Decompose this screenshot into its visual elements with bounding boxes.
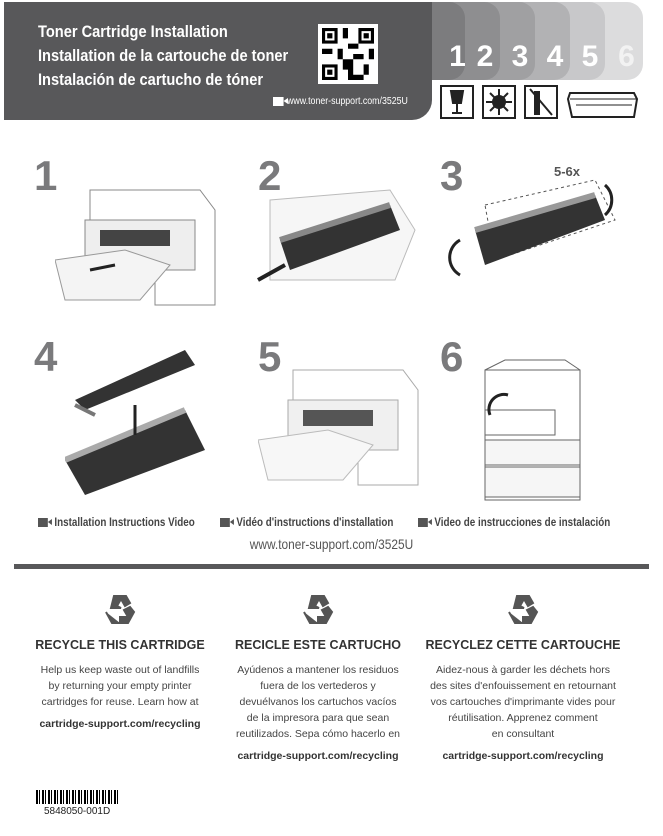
cartridge-icon bbox=[566, 92, 639, 118]
recycle-en: RECYCLE THIS CARTRIDGE Help us keep wast… bbox=[15, 590, 225, 732]
recycle-icon bbox=[303, 595, 334, 624]
fragile-icon bbox=[440, 85, 474, 119]
step-number-4: 4 bbox=[34, 333, 58, 380]
rotation-count: 5-6x bbox=[554, 164, 581, 179]
recycling-link[interactable]: cartridge-support.com/recycling bbox=[442, 750, 604, 762]
step-3-illustration bbox=[448, 179, 616, 277]
step-6-illustration bbox=[484, 359, 581, 501]
part-number: 5848050-001D bbox=[44, 806, 111, 817]
title-es: Instalación de cartucho de tóner bbox=[38, 70, 264, 89]
step-2-illustration bbox=[257, 189, 416, 282]
title-en: Toner Cartridge Installation bbox=[38, 22, 228, 41]
recycle-icon bbox=[105, 595, 136, 624]
recycle-icon bbox=[508, 595, 539, 624]
step-number-2: 2 bbox=[258, 152, 282, 199]
step-number-5: 5 bbox=[258, 333, 282, 380]
video-link-es[interactable]: Video de instrucciones de instalación bbox=[418, 515, 610, 529]
title-fr: Installation de la cartouche de toner bbox=[38, 46, 289, 65]
video-camera-icon bbox=[220, 517, 234, 527]
video-camera-icon bbox=[38, 517, 52, 527]
recycling-link[interactable]: cartridge-support.com/recycling bbox=[39, 718, 201, 730]
divider bbox=[14, 564, 649, 569]
video-camera-icon bbox=[418, 517, 432, 527]
video-camera-icon bbox=[273, 97, 288, 106]
header-video-link[interactable]: www.toner-support.com/3525U bbox=[273, 96, 408, 107]
step-number-6: 6 bbox=[440, 333, 464, 380]
step-number-1: 1 bbox=[34, 152, 58, 199]
recycling-link[interactable]: cartridge-support.com/recycling bbox=[237, 750, 399, 762]
no-touch-icon bbox=[524, 85, 558, 119]
recycle-es: RECICLE ESTE CARTUCHO Ayúdenos a mantene… bbox=[213, 590, 423, 764]
video-url[interactable]: www.toner-support.com/3525U bbox=[249, 536, 414, 552]
step-1-illustration bbox=[55, 189, 216, 306]
qr-code[interactable] bbox=[318, 24, 378, 84]
video-link-fr[interactable]: Vidéo d'instructions d'installation bbox=[220, 515, 393, 529]
no-light-icon bbox=[482, 85, 516, 119]
video-link-en[interactable]: Installation Instructions Video bbox=[38, 515, 195, 529]
step-4-illustration bbox=[65, 350, 205, 495]
barcode bbox=[36, 790, 120, 804]
step-number-3: 3 bbox=[440, 152, 464, 199]
step-5-illustration bbox=[258, 369, 419, 486]
recycle-fr: RECYCLEZ CETTE CARTOUCHE Aidez-nous à ga… bbox=[418, 590, 628, 764]
